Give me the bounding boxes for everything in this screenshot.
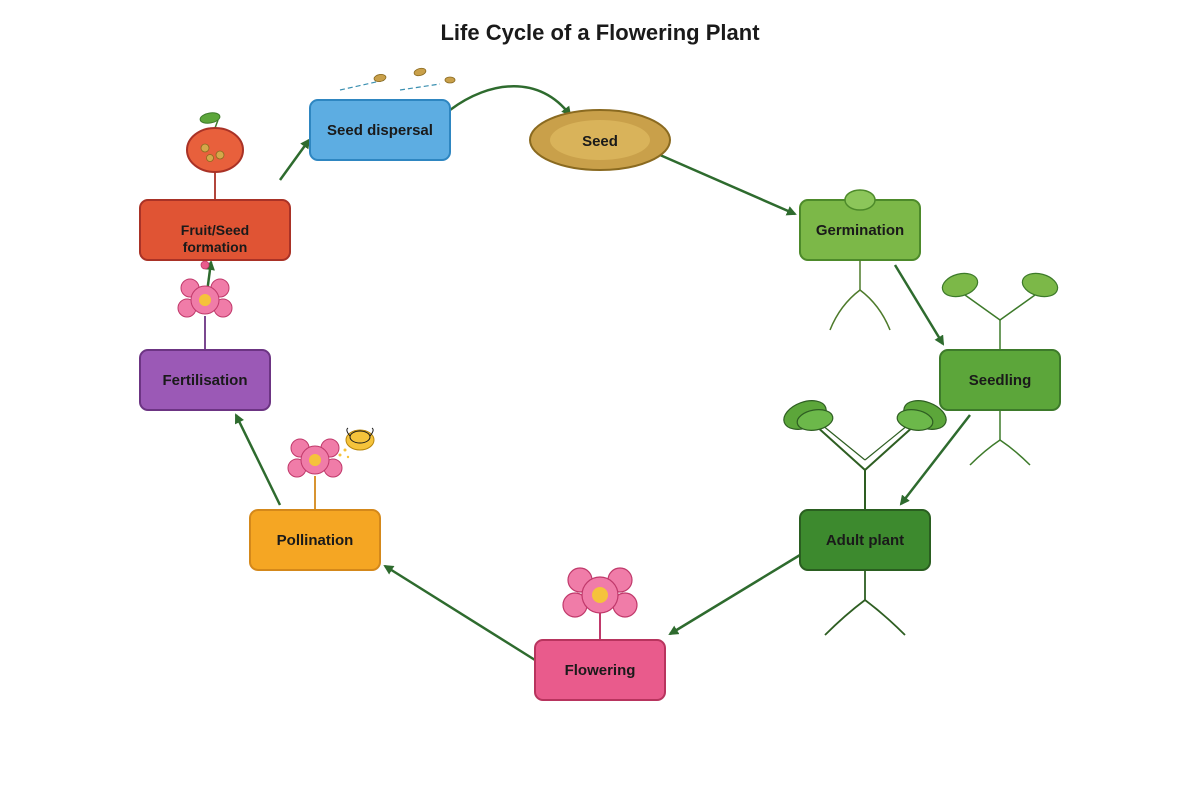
fruit-seed-formation-label-line2: formation bbox=[183, 239, 248, 255]
adult-plant-roots-icon bbox=[824, 570, 906, 636]
pollination-label: Pollination bbox=[277, 532, 354, 549]
fertilisation-label: Fertilisation bbox=[162, 372, 247, 389]
arrow-germination-to-seedling bbox=[893, 264, 945, 346]
stage-flowering: Flowering bbox=[534, 567, 666, 701]
fertilisation-flower-icon bbox=[177, 260, 233, 350]
seed-label: Seed bbox=[582, 133, 618, 150]
stage-germination: Germination bbox=[799, 189, 921, 331]
diagram-title: Life Cycle of a Flowering Plant bbox=[440, 20, 760, 45]
adult-plant-label: Adult plant bbox=[826, 532, 904, 549]
fruit-seed-formation-label-line1: Fruit/Seed bbox=[181, 222, 249, 238]
dispersal-seeds-icon bbox=[339, 67, 456, 91]
arrow-seedling-to-adult bbox=[899, 414, 971, 506]
stage-adult-plant: Adult plant bbox=[783, 400, 947, 636]
flower-icon bbox=[562, 567, 638, 640]
arrow-dispersal-to-seed bbox=[449, 85, 572, 117]
pollination-flower-icon bbox=[287, 438, 343, 510]
arrow-fruit-to-dispersal bbox=[278, 138, 311, 181]
seedling-leaves-icon bbox=[941, 272, 1059, 350]
adult-plant-leaves-icon bbox=[783, 400, 947, 510]
seed-dispersal-label: Seed dispersal bbox=[327, 122, 433, 139]
stage-seedling: Seedling bbox=[939, 272, 1061, 466]
arrow-seed-to-germination bbox=[659, 153, 797, 216]
bee-icon bbox=[338, 427, 375, 459]
seed-sprout-icon bbox=[844, 189, 876, 211]
arrow-pollination-to-fertilisation bbox=[234, 413, 282, 506]
seedling-roots-icon bbox=[969, 410, 1031, 466]
stage-fertilisation: Fertilisation bbox=[139, 260, 271, 411]
germination-label: Germination bbox=[816, 222, 904, 239]
arrow-flowering-to-pollination bbox=[383, 564, 536, 662]
germination-roots-icon bbox=[829, 260, 891, 331]
stage-pollination: Pollination bbox=[249, 427, 381, 571]
seedling-label: Seedling bbox=[969, 372, 1032, 389]
arrow-adult-to-flowering bbox=[668, 553, 801, 636]
flowering-label: Flowering bbox=[565, 662, 636, 679]
stage-seed: Seed bbox=[529, 109, 671, 171]
fruit-icon bbox=[186, 112, 244, 200]
stage-fruit-seed-formation: Fruit/Seed formation bbox=[139, 112, 291, 261]
cycle-arrows bbox=[204, 85, 971, 662]
stage-seed-dispersal: Seed dispersal bbox=[309, 99, 451, 161]
